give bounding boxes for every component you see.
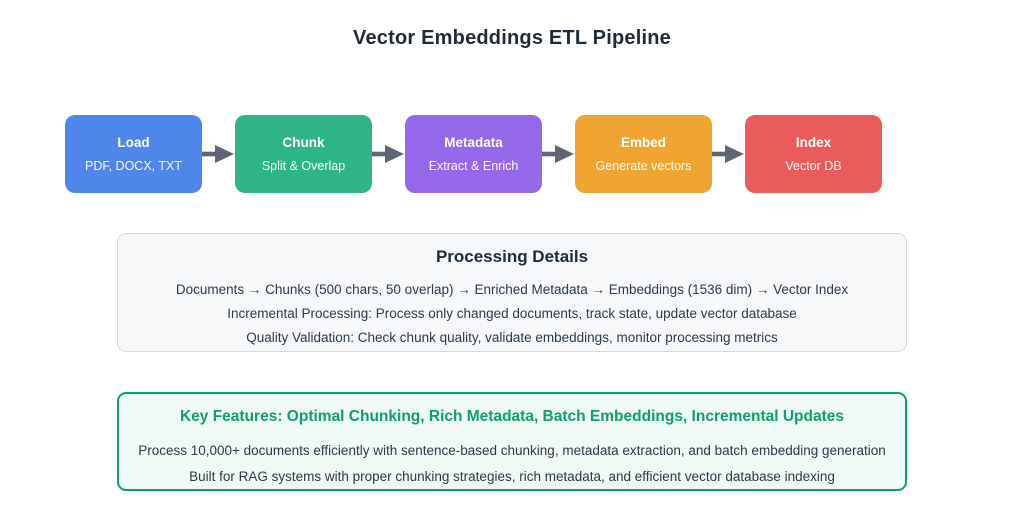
flow-arrow-icon [712,142,745,166]
stage-metadata: Metadata Extract & Enrich [405,115,542,193]
flow-arrow-icon [372,142,405,166]
quality-validation-note: Quality Validation: Check chunk quality,… [246,330,778,345]
incremental-processing-note: Incremental Processing: Process only cha… [227,306,797,321]
stage-load: Load PDF, DOCX, TXT [65,115,202,193]
stage-metadata-label: Metadata [444,135,503,150]
key-features-line-2: Built for RAG systems with proper chunki… [189,469,835,484]
stage-load-sublabel: PDF, DOCX, TXT [84,159,182,173]
stage-embed-sublabel: Generate vectors [595,159,692,173]
stage-index-sublabel: Vector DB [785,159,842,173]
processing-details-title: Processing Details [435,247,589,266]
page-title: Vector Embeddings ETL Pipeline [353,27,671,49]
stage-load-label: Load [117,135,150,150]
stage-index: Index Vector DB [745,115,882,193]
flow-arrow-icon [202,142,235,166]
etl-pipeline-flow: Load PDF, DOCX, TXT Chunk Split & Overla… [65,115,882,193]
processing-flow-summary: Documents → Chunks (500 chars, 50 overla… [175,282,849,297]
key-features-title: Key Features: Optimal Chunking, Rich Met… [179,408,845,425]
stage-chunk-sublabel: Split & Overlap [261,159,346,173]
stage-metadata-sublabel: Extract & Enrich [428,159,519,173]
stage-embed-label: Embed [620,135,666,150]
key-features-card: Key Features: Optimal Chunking, Rich Met… [117,392,907,491]
stage-embed: Embed Generate vectors [575,115,712,193]
key-features-line-1: Process 10,000+ documents efficiently wi… [138,443,886,458]
processing-details-card: Processing Details Documents → Chunks (5… [117,233,907,352]
stage-index-label: Index [795,135,832,150]
flow-arrow-icon [542,142,575,166]
stage-chunk-label: Chunk [282,135,325,150]
stage-chunk: Chunk Split & Overlap [235,115,372,193]
